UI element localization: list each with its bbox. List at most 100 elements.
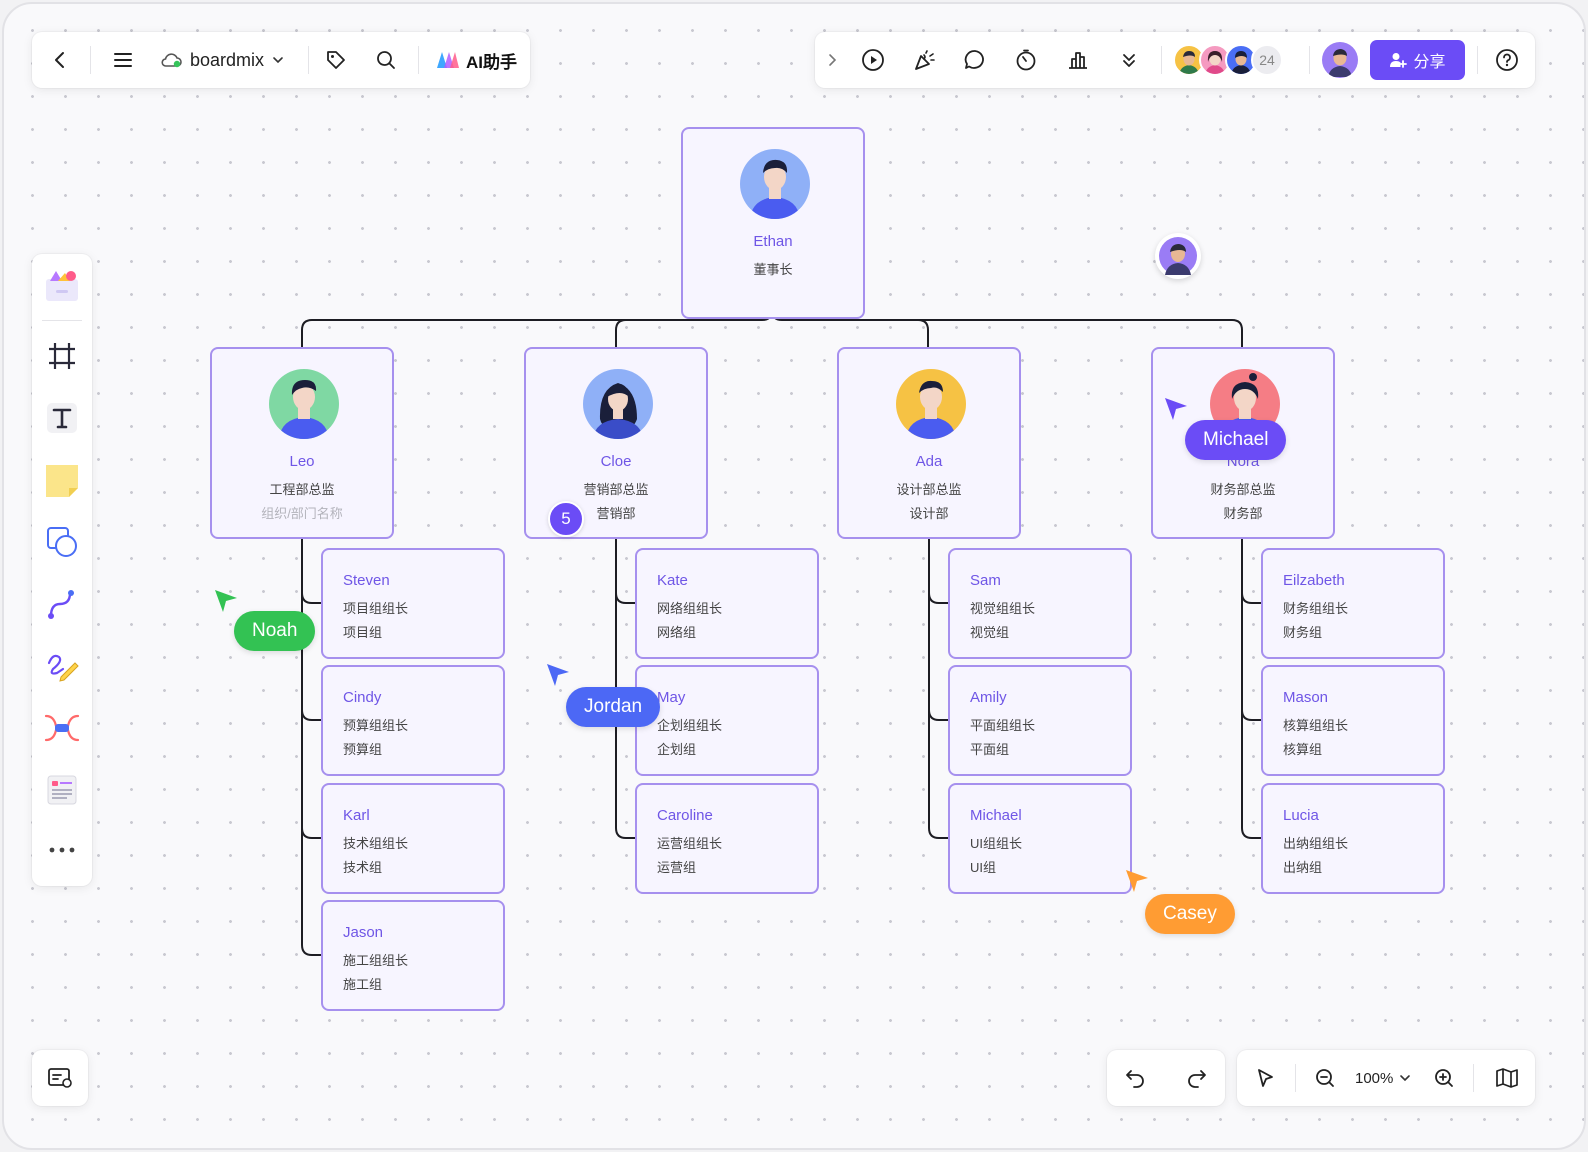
add-user-icon	[1390, 53, 1408, 68]
more-tools-button[interactable]	[42, 832, 82, 868]
node-name: Steven	[343, 572, 390, 589]
ai-label: AI助手	[466, 52, 517, 72]
org-node-team[interactable]: May 企划组组长 企划组	[635, 665, 819, 776]
org-node-manager[interactable]: Ada 设计部总监 设计部	[837, 347, 1021, 539]
org-node-team[interactable]: Steven 项目组组长 项目组	[321, 548, 505, 659]
ai-assistant-button[interactable]: AI助手	[436, 32, 517, 88]
node-dept: 企划组	[657, 742, 697, 757]
divider	[1161, 46, 1162, 74]
node-name: Ethan	[753, 233, 793, 250]
node-role: 施工组组长	[343, 953, 409, 968]
undo-button[interactable]	[1115, 1058, 1155, 1098]
org-node-team[interactable]: Karl 技术组组长 技术组	[321, 783, 505, 894]
org-node-team[interactable]: Eilzabeth 财务组组长 财务组	[1261, 548, 1445, 659]
node-role: 财务部总监	[1210, 482, 1276, 497]
shape-icon	[47, 527, 77, 557]
mindmap-icon	[44, 714, 80, 742]
minimap-button[interactable]	[1487, 1058, 1527, 1098]
timer-button[interactable]	[1006, 40, 1046, 80]
comment-button[interactable]	[955, 40, 995, 80]
celebrate-button[interactable]	[905, 40, 945, 80]
select-tool-button[interactable]	[1245, 1058, 1285, 1098]
more-tools-button[interactable]	[1109, 40, 1149, 80]
org-node-team[interactable]: Kate 网络组组长 网络组	[635, 548, 819, 659]
divider	[1477, 46, 1478, 74]
template-tool[interactable]	[42, 264, 82, 306]
search-button[interactable]	[366, 40, 406, 80]
org-node-team[interactable]: Michael UI组组长 UI组	[948, 783, 1132, 894]
connector-tool[interactable]	[42, 584, 82, 624]
mindmap-tool[interactable]	[42, 708, 82, 748]
zoom-in-icon	[1435, 1069, 1453, 1087]
org-node-team[interactable]: Caroline 运营组组长 运营组	[635, 783, 819, 894]
chevron-left-icon	[55, 52, 64, 68]
org-node-team[interactable]: Amily 平面组组长 平面组	[948, 665, 1132, 776]
zoom-level: 100%	[1355, 1069, 1394, 1087]
org-node-team[interactable]: Cindy 预算组组长 预算组	[321, 665, 505, 776]
user-avatar-icon	[1205, 51, 1225, 74]
sticky-note-tool[interactable]	[42, 460, 82, 500]
user-avatar-icon	[1179, 51, 1199, 74]
collaborator-count: 24	[1251, 44, 1283, 76]
text-icon	[47, 403, 77, 433]
node-role: 工程部总监	[269, 482, 335, 497]
comment-badge[interactable]: 5	[548, 501, 584, 537]
board-info-button[interactable]	[40, 1058, 80, 1098]
text-tool[interactable]	[42, 398, 82, 438]
zoom-out-icon	[1316, 1069, 1334, 1087]
redo-button[interactable]	[1177, 1058, 1217, 1098]
template-icon	[46, 271, 78, 301]
org-node-team[interactable]: Lucia 出纳组组长 出纳组	[1261, 783, 1445, 894]
top-left-toolbar: boardmix AI助手	[32, 32, 530, 88]
org-node-team[interactable]: Mason 核算组组长 核算组	[1261, 665, 1445, 776]
divider	[1309, 46, 1310, 74]
map-icon	[1496, 1068, 1518, 1088]
help-button[interactable]	[1487, 40, 1527, 80]
comment-icon	[964, 50, 984, 69]
org-node-team[interactable]: Jason 施工组组长 施工组	[321, 900, 505, 1011]
divider	[1295, 1064, 1296, 1092]
timer-icon	[1016, 49, 1036, 71]
zoom-in-button[interactable]	[1424, 1058, 1464, 1098]
zoom-level-select[interactable]: 100%	[1355, 1050, 1411, 1106]
node-name: Mason	[1283, 689, 1329, 706]
present-button[interactable]	[853, 40, 893, 80]
org-node-team[interactable]: Sam 视觉组组长 视觉组	[948, 548, 1132, 659]
connector-icon	[48, 590, 74, 619]
current-user-avatar[interactable]	[1322, 42, 1358, 78]
node-role: 运营组组长	[657, 836, 723, 851]
collaborator-avatar[interactable]	[1155, 233, 1201, 279]
sticky-note-icon	[46, 465, 78, 497]
bottom-left-panel	[32, 1050, 88, 1106]
node-dept: 视觉组	[970, 625, 1010, 640]
pen-tool[interactable]	[42, 646, 82, 686]
collaborator-list[interactable]: 24	[1173, 44, 1283, 76]
avatar	[583, 369, 653, 439]
menu-button[interactable]	[103, 40, 143, 80]
workspace-selector[interactable]: boardmix	[160, 32, 284, 88]
zoom-out-button[interactable]	[1305, 1058, 1345, 1098]
vote-button[interactable]	[1058, 40, 1098, 80]
hamburger-icon	[114, 53, 132, 67]
double-chevron-down-icon	[1123, 54, 1135, 67]
back-button[interactable]	[40, 40, 80, 80]
share-button[interactable]: 分享	[1370, 40, 1465, 80]
chevron-right-icon	[829, 54, 837, 66]
ai-logo-icon	[437, 52, 459, 68]
shape-tool[interactable]	[42, 522, 82, 562]
expand-button[interactable]	[819, 46, 845, 74]
user-avatar-icon	[1159, 237, 1197, 275]
org-node-manager[interactable]: Leo 工程部总监 组织/部门名称	[210, 347, 394, 539]
cursor-label-michael: Michael	[1185, 420, 1287, 460]
node-name: Cindy	[343, 689, 382, 706]
node-name: Michael	[970, 807, 1022, 824]
tag-button[interactable]	[316, 40, 356, 80]
frame-tool[interactable]	[42, 336, 82, 376]
table-tool[interactable]	[42, 770, 82, 810]
node-dept: UI组	[970, 860, 997, 875]
node-role: 设计部总监	[896, 482, 962, 497]
org-node-root[interactable]: Ethan 董事长	[681, 127, 865, 319]
node-role: 项目组组长	[343, 601, 409, 616]
node-role: 财务组组长	[1283, 601, 1349, 616]
node-name: Leo	[289, 453, 315, 470]
